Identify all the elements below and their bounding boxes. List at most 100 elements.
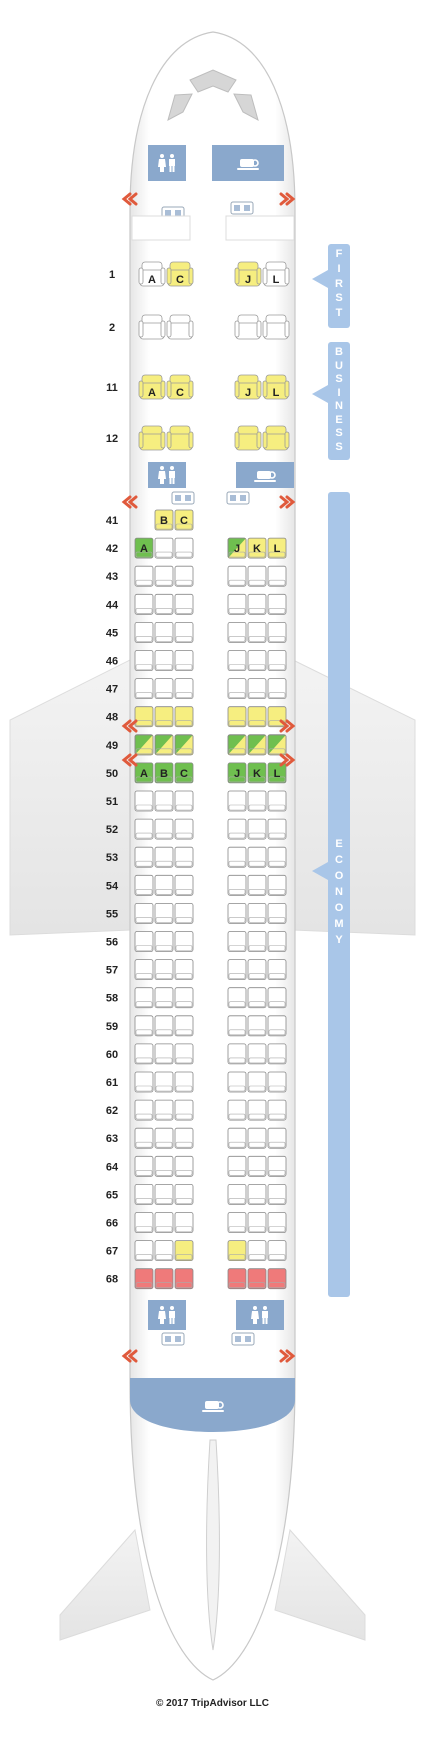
seat[interactable] (174, 903, 194, 924)
seat[interactable] (174, 622, 194, 643)
seat[interactable] (134, 818, 154, 840)
seat[interactable] (247, 874, 267, 896)
seat[interactable]: K (247, 537, 267, 559)
seat[interactable] (134, 1184, 154, 1205)
seat[interactable] (174, 1099, 194, 1121)
seat[interactable] (134, 1099, 154, 1121)
seat[interactable] (247, 1127, 267, 1149)
seat[interactable] (247, 622, 267, 643)
seat[interactable] (267, 818, 287, 840)
seat[interactable] (166, 425, 194, 451)
seat[interactable] (267, 1099, 287, 1121)
seat[interactable]: A (138, 261, 166, 287)
seat[interactable] (247, 706, 267, 728)
exit-arrow-icon[interactable] (279, 495, 296, 509)
seat[interactable] (267, 734, 287, 756)
seat[interactable] (154, 537, 174, 559)
seat[interactable] (267, 678, 287, 699)
exit-arrow-icon[interactable] (121, 719, 138, 733)
seat[interactable] (267, 1155, 287, 1177)
seat[interactable]: C (174, 762, 194, 784)
seat[interactable] (154, 1015, 174, 1037)
seat[interactable] (267, 931, 287, 952)
seat[interactable] (247, 818, 267, 840)
seat[interactable] (134, 903, 154, 924)
seat[interactable] (154, 1127, 174, 1149)
seat[interactable] (154, 987, 174, 1009)
seat[interactable] (134, 1043, 154, 1065)
exit-arrow-icon[interactable] (121, 495, 138, 509)
seat[interactable] (227, 734, 247, 756)
seat[interactable] (267, 790, 287, 812)
seat[interactable] (134, 1268, 154, 1290)
seat[interactable] (174, 1015, 194, 1037)
seat[interactable] (154, 1212, 174, 1233)
seat[interactable] (154, 790, 174, 812)
seat[interactable] (227, 1212, 247, 1233)
seat[interactable] (227, 1240, 247, 1261)
seat[interactable] (247, 790, 267, 812)
seat[interactable] (247, 903, 267, 924)
seat[interactable] (247, 846, 267, 868)
seat[interactable] (227, 1071, 247, 1093)
seat[interactable] (138, 314, 166, 340)
seat[interactable] (174, 1212, 194, 1233)
exit-arrow-icon[interactable] (121, 753, 138, 767)
seat[interactable] (154, 1268, 174, 1290)
seat[interactable] (134, 931, 154, 952)
seat[interactable]: A (134, 537, 154, 559)
seat[interactable] (247, 1268, 267, 1290)
seat[interactable] (227, 706, 247, 728)
seat[interactable] (227, 1127, 247, 1149)
seat[interactable] (267, 622, 287, 643)
seat[interactable] (174, 987, 194, 1009)
exit-arrow-icon[interactable] (279, 1349, 296, 1363)
seat[interactable] (134, 1127, 154, 1149)
seat[interactable] (154, 706, 174, 728)
seat[interactable] (234, 425, 262, 451)
seat[interactable] (227, 565, 247, 587)
seat[interactable] (134, 1240, 154, 1261)
seat[interactable] (262, 314, 290, 340)
seat[interactable]: L (262, 261, 290, 287)
seat[interactable] (174, 1184, 194, 1205)
seat[interactable] (247, 1043, 267, 1065)
seat[interactable]: J (234, 261, 262, 287)
seat[interactable] (227, 1043, 247, 1065)
seat[interactable] (227, 846, 247, 868)
seat[interactable] (154, 1099, 174, 1121)
seat[interactable] (247, 931, 267, 952)
seat[interactable] (247, 1099, 267, 1121)
seat[interactable] (227, 1099, 247, 1121)
seat[interactable] (267, 874, 287, 896)
seat[interactable] (247, 1212, 267, 1233)
seat[interactable] (174, 678, 194, 699)
seat[interactable] (267, 846, 287, 868)
seat[interactable]: C (166, 374, 194, 400)
seat[interactable] (154, 1043, 174, 1065)
seat[interactable] (247, 1155, 267, 1177)
seat[interactable]: B (154, 509, 174, 531)
seat[interactable] (134, 622, 154, 643)
exit-arrow-icon[interactable] (279, 192, 296, 206)
seat[interactable] (227, 1184, 247, 1205)
seat[interactable] (247, 565, 267, 587)
seat[interactable] (227, 959, 247, 980)
seat[interactable] (174, 537, 194, 559)
seat[interactable] (134, 593, 154, 615)
seat[interactable] (227, 818, 247, 840)
seat[interactable] (174, 650, 194, 671)
seat[interactable] (154, 622, 174, 643)
seat[interactable] (234, 314, 262, 340)
seat[interactable]: B (154, 762, 174, 784)
seat[interactable] (174, 931, 194, 952)
seat[interactable]: A (138, 374, 166, 400)
seat[interactable] (267, 650, 287, 671)
seat[interactable] (174, 1043, 194, 1065)
seat[interactable] (134, 846, 154, 868)
seat[interactable] (154, 1240, 174, 1261)
seat[interactable] (247, 959, 267, 980)
seat[interactable] (154, 874, 174, 896)
seat[interactable]: L (262, 374, 290, 400)
seat[interactable] (267, 1212, 287, 1233)
